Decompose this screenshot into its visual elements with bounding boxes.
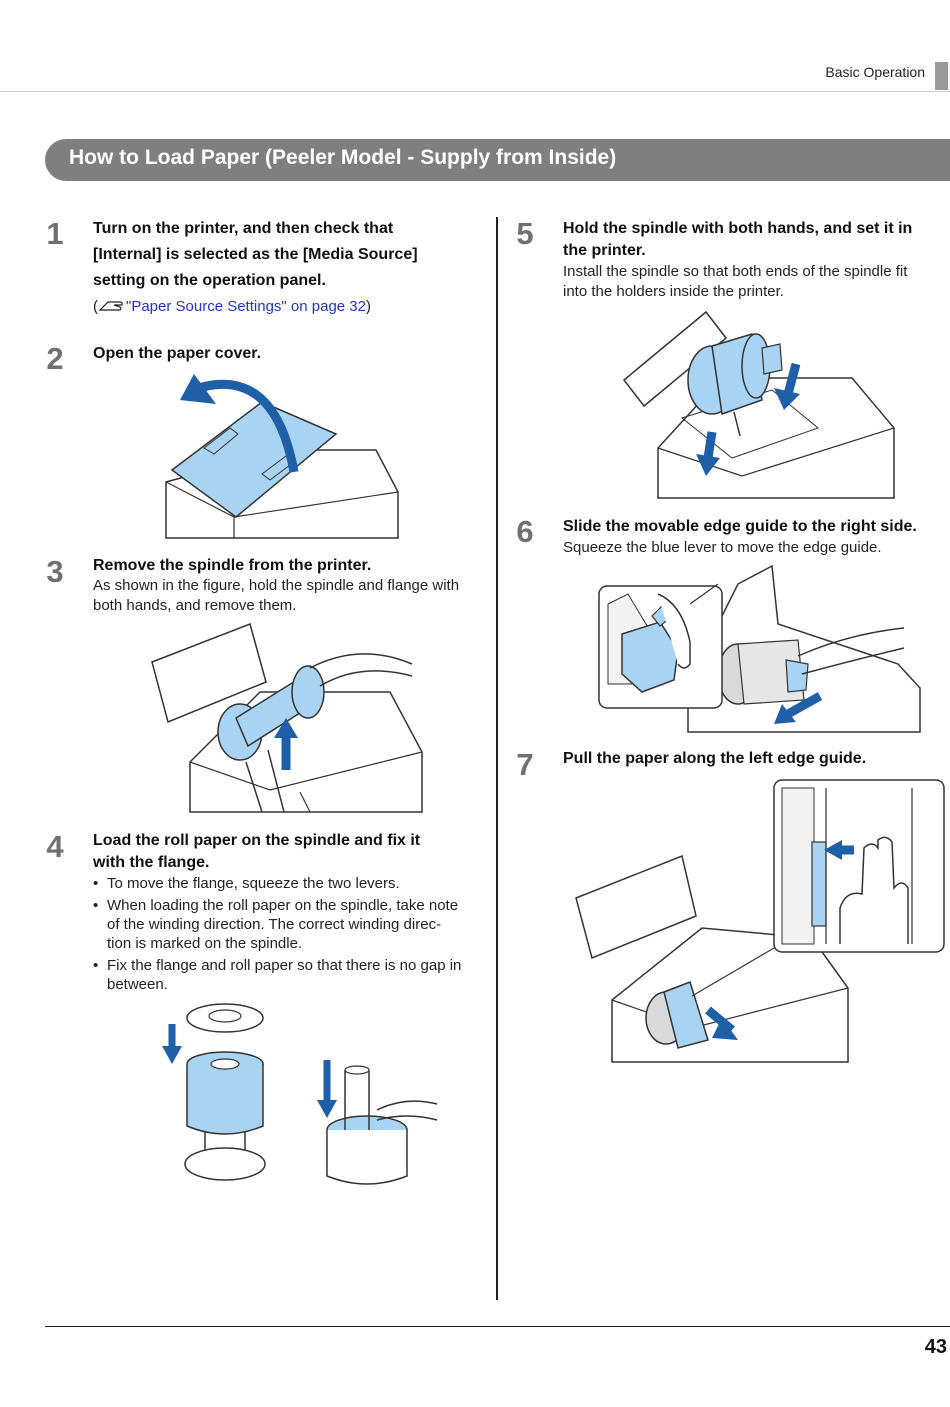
step-6-title: Slide the movable edge guide to the righ… <box>563 516 917 538</box>
step-1-title-line: Turn on the printer, and then check that <box>93 220 394 237</box>
step-4-title-line: Load the roll paper on the spindle and f… <box>93 832 421 849</box>
step-6-title-line: Slide the movable edge guide to the righ… <box>563 518 917 535</box>
footer-rule <box>45 1326 950 1327</box>
step-5-body-line: Install the spindle so that both ends of… <box>563 263 908 280</box>
page-title: How to Load Paper (Peeler Model - Supply… <box>69 146 617 169</box>
pull-paper-illustration <box>575 779 945 1063</box>
bullet-line: of the winding direction. The correct wi… <box>107 916 442 933</box>
step-3-number: 3 <box>46 554 64 589</box>
step-1-title-line: [Internal] is selected as the [Media Sou… <box>93 246 418 263</box>
set-spindle-illustration <box>622 310 895 499</box>
step-5-title-line: the printer. <box>563 242 646 259</box>
step-7-title: Pull the paper along the left edge guide… <box>563 748 866 770</box>
pointing-hand-icon <box>98 300 123 311</box>
step-2-title: Open the paper cover. <box>93 341 261 367</box>
step-1-number: 1 <box>46 216 64 251</box>
reference-close-paren: ) <box>365 298 371 315</box>
bullet-line: When loading the roll paper on the spind… <box>107 897 459 914</box>
step-6-body-line: Squeeze the blue lever to move the edge … <box>563 539 882 556</box>
bullet-line: Fix the flange and roll paper so that th… <box>107 957 462 974</box>
step-5-number: 5 <box>516 216 534 251</box>
reference-open-paren: ( <box>93 298 98 315</box>
step-7-title-line: Pull the paper along the left edge guide… <box>563 750 867 767</box>
step-4-title-line: with the flange. <box>93 854 210 871</box>
step-3-body: As shown in the figure, hold the spindle… <box>93 576 459 616</box>
step-4-title: Load the roll paper on the spindle and f… <box>93 830 420 874</box>
step-1-title-line: setting on the operation panel. <box>93 272 326 289</box>
list-item: To move the flange, squeeze the two leve… <box>93 874 483 893</box>
step-5-title-line: Hold the spindle with both hands, and se… <box>563 220 913 237</box>
step-2-title-line: Open the paper cover. <box>93 345 262 362</box>
printer-cover-open-illustration <box>165 374 399 539</box>
list-item: Fix the flange and roll paper so that th… <box>93 956 483 994</box>
step-7-number: 7 <box>516 747 534 782</box>
page-title-bar: How to Load Paper (Peeler Model - Supply… <box>45 139 950 181</box>
remove-spindle-illustration <box>151 623 423 813</box>
bullet-line: To move the flange, squeeze the two leve… <box>107 875 400 892</box>
header-rule <box>0 91 950 92</box>
bullet-line: tion is marked on the spindle. <box>107 935 303 952</box>
step-2-number: 2 <box>46 341 64 376</box>
paper-source-settings-link[interactable]: "Paper Source Settings" on page 32 <box>126 298 366 315</box>
column-divider <box>496 217 498 1300</box>
step-4-number: 4 <box>46 829 64 864</box>
step-6-body: Squeeze the blue lever to move the edge … <box>563 538 882 558</box>
step-5-body: Install the spindle so that both ends of… <box>563 262 907 302</box>
bullet-line: between. <box>107 976 168 993</box>
step-3-body-line: As shown in the figure, hold the spindle… <box>93 577 460 594</box>
step-3-title-line: Remove the spindle from the printer. <box>93 557 372 574</box>
step-5-body-line: into the holders inside the printer. <box>563 283 784 300</box>
roll-on-spindle-illustration <box>162 1003 438 1185</box>
step-6-number: 6 <box>516 514 534 549</box>
step-3-title: Remove the spindle from the printer. <box>93 555 371 577</box>
section-tab-marker <box>935 62 948 90</box>
step-4-bullet-list: To move the flange, squeeze the two leve… <box>93 874 483 997</box>
page-number: 43 <box>924 1336 947 1358</box>
step-1-title: Turn on the printer, and then check that… <box>93 216 418 294</box>
step-3-body-line: both hands, and remove them. <box>93 597 297 614</box>
list-item: When loading the roll paper on the spind… <box>93 896 483 953</box>
step-1-reference: ( "Paper Source Settings" on page 32) <box>93 298 371 315</box>
edge-guide-illustration <box>598 564 921 733</box>
section-label: Basic Operation <box>825 64 925 80</box>
step-5-title: Hold the spindle with both hands, and se… <box>563 218 912 262</box>
